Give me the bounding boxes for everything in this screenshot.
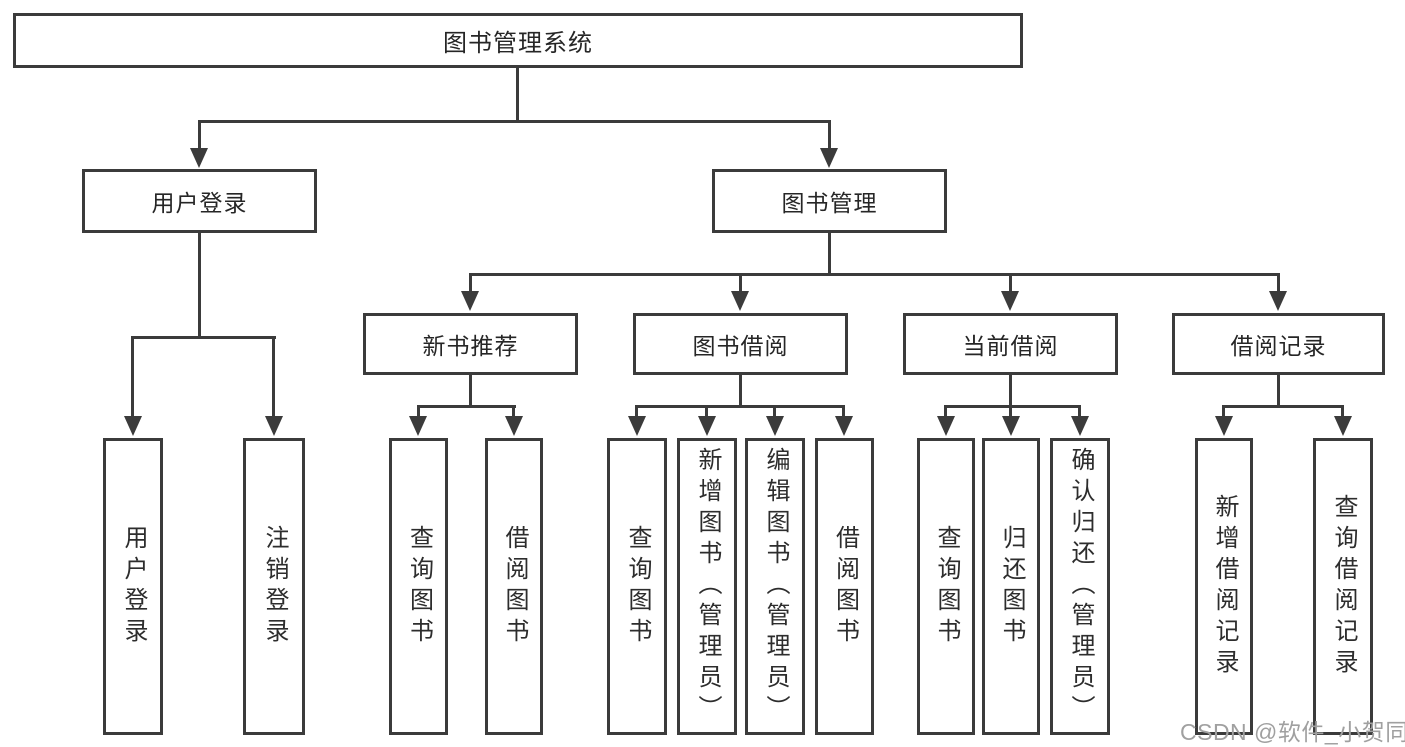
arrowhead	[628, 416, 646, 436]
leaf-logout-label: 注销登录	[261, 524, 288, 649]
arrowhead	[1002, 416, 1020, 436]
connector-line	[417, 405, 516, 408]
arrowhead	[1071, 416, 1089, 436]
connector-line	[1222, 405, 1225, 418]
arrowhead	[190, 148, 208, 168]
connector-line	[739, 375, 742, 407]
leaf-confirm-return-admin-label: 确认归还（管理员）	[1067, 447, 1094, 726]
leaf-user-login: 用户登录	[103, 438, 163, 735]
connector-line	[272, 336, 275, 418]
node-book-borrowing-label: 图书借阅	[692, 333, 789, 359]
connector-line	[516, 66, 519, 122]
arrowhead	[265, 416, 283, 436]
leaf-edit-book-admin: 编辑图书（管理员）	[745, 438, 805, 735]
leaf-query-books-current: 查询图书	[917, 438, 975, 735]
connector-line	[739, 273, 742, 293]
leaf-add-book-admin-label: 新增图书（管理员）	[694, 447, 721, 726]
connector-line	[705, 405, 708, 418]
leaf-edit-book-admin-label: 编辑图书（管理员）	[762, 447, 789, 726]
arrowhead	[937, 416, 955, 436]
connector-line	[198, 120, 201, 150]
connector-line	[944, 405, 1081, 408]
node-root: 图书管理系统	[13, 13, 1023, 68]
leaf-return-book-label: 归还图书	[998, 524, 1025, 649]
leaf-add-book-admin: 新增图书（管理员）	[677, 438, 737, 735]
node-borrowing-records-label: 借阅记录	[1230, 333, 1327, 359]
leaf-add-borrow-record-label: 新增借阅记录	[1211, 493, 1238, 680]
connector-line	[132, 336, 276, 339]
arrowhead	[409, 416, 427, 436]
leaf-add-borrow-record: 新增借阅记录	[1195, 438, 1253, 735]
connector-line	[773, 405, 776, 418]
connector-line	[1277, 273, 1280, 293]
connector-line	[828, 120, 831, 150]
node-current-borrowing-label: 当前借阅	[962, 333, 1059, 359]
node-book-management: 图书管理	[712, 169, 947, 233]
arrowhead	[820, 148, 838, 168]
connector-line	[469, 273, 1280, 276]
leaf-logout: 注销登录	[243, 438, 305, 735]
node-book-borrowing: 图书借阅	[633, 313, 848, 375]
node-current-borrowing: 当前借阅	[903, 313, 1118, 375]
node-new-book-recommend-label: 新书推荐	[422, 333, 519, 359]
connector-line	[469, 375, 472, 407]
connector-line	[1277, 375, 1280, 407]
arrowhead	[1001, 291, 1019, 311]
arrowhead	[835, 416, 853, 436]
leaf-return-book: 归还图书	[982, 438, 1040, 735]
leaf-query-books-borrowing-label: 查询图书	[624, 524, 651, 649]
leaf-query-borrow-record-label: 查询借阅记录	[1330, 493, 1357, 680]
arrowhead	[766, 416, 784, 436]
watermark: CSDN @软件_小贺同学	[1180, 719, 1405, 745]
connector-line	[635, 405, 638, 418]
arrowhead	[1334, 416, 1352, 436]
arrowhead	[505, 416, 523, 436]
arrowhead	[1269, 291, 1287, 311]
arrowhead	[124, 416, 142, 436]
connector-line	[469, 273, 472, 293]
leaf-query-borrow-record: 查询借阅记录	[1313, 438, 1373, 735]
leaf-user-login-label: 用户登录	[120, 524, 147, 649]
node-borrowing-records: 借阅记录	[1172, 313, 1385, 375]
arrowhead	[1215, 416, 1233, 436]
arrowhead	[698, 416, 716, 436]
connector-line	[198, 120, 831, 123]
connector-line	[198, 233, 201, 337]
arrowhead	[731, 291, 749, 311]
node-book-management-label: 图书管理	[781, 190, 878, 216]
node-user-login-label: 用户登录	[151, 190, 248, 216]
leaf-borrow-books-recommend-label: 借阅图书	[501, 524, 528, 649]
connector-line	[512, 405, 515, 418]
leaf-borrow-books-borrowing-label: 借阅图书	[831, 524, 859, 649]
leaf-query-books-borrowing: 查询图书	[607, 438, 667, 735]
node-root-label: 图书管理系统	[443, 30, 593, 57]
connector-line	[1341, 405, 1344, 418]
node-new-book-recommend: 新书推荐	[363, 313, 578, 375]
connector-line	[1078, 405, 1081, 418]
connector-line	[944, 405, 947, 418]
connector-line	[842, 405, 845, 418]
leaf-borrow-books-borrowing: 借阅图书	[815, 438, 874, 735]
connector-line	[1009, 375, 1012, 407]
leaf-borrow-books-recommend: 借阅图书	[485, 438, 543, 735]
connector-line	[417, 405, 420, 418]
connector-line	[131, 336, 134, 418]
leaf-confirm-return-admin: 确认归还（管理员）	[1050, 438, 1110, 735]
connector-line	[1222, 405, 1344, 408]
connector-line	[1009, 405, 1012, 418]
leaf-query-books-recommend: 查询图书	[389, 438, 448, 735]
leaf-query-books-current-label: 查询图书	[933, 524, 960, 649]
leaf-query-books-recommend-label: 查询图书	[405, 524, 433, 649]
connector-line	[635, 405, 845, 408]
connector-line	[828, 233, 831, 276]
arrowhead	[461, 291, 479, 311]
connector-line	[1009, 273, 1012, 293]
node-user-login: 用户登录	[82, 169, 317, 233]
